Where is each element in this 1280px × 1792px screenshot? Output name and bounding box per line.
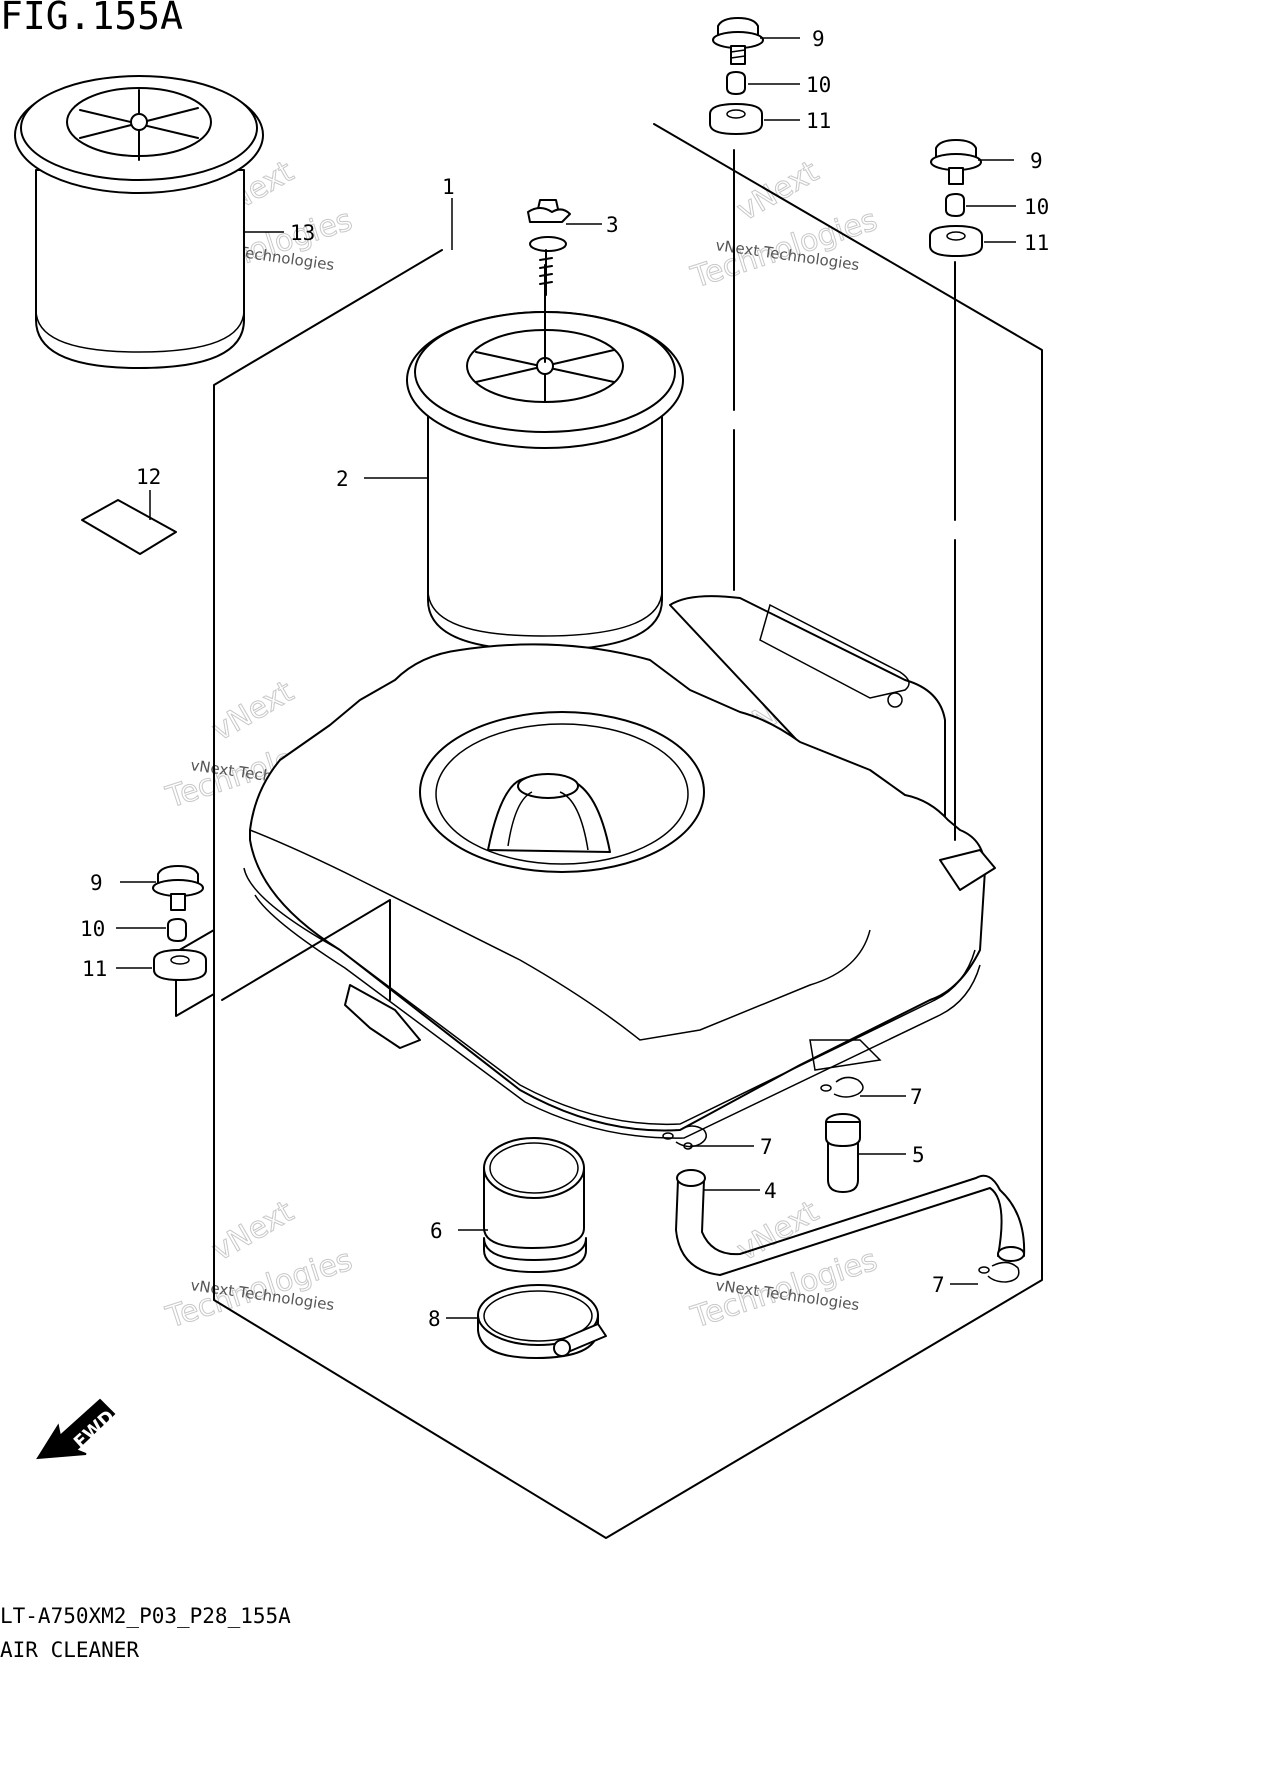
callout-9-right: 9 (1030, 149, 1043, 173)
wing-bolt (527, 199, 571, 363)
callout-7-lower: 7 (932, 1273, 945, 1297)
callout-9-top: 9 (812, 27, 825, 51)
hose-clamp (477, 1284, 607, 1359)
callout-1: 1 (442, 175, 455, 199)
intake-sleeve (483, 1137, 587, 1273)
watermark: Technologies vNext vNext Technologies (686, 154, 882, 297)
watermark-vnext: vNext (206, 674, 300, 748)
clip-lower-right (978, 1261, 1020, 1283)
callout-7-upper: 7 (910, 1085, 923, 1109)
callout-4: 4 (764, 1179, 777, 1203)
watermark: Technologies vNext vNext Technologies (161, 1194, 357, 1337)
callout-7-center: 7 (760, 1135, 773, 1159)
figure-code: LT-A750XM2_P03_P28_155A (0, 1604, 291, 1628)
callout-8: 8 (428, 1307, 441, 1331)
figure-title: FIG.155A (0, 0, 184, 38)
callout-5: 5 (912, 1143, 925, 1167)
air-cleaner-case (243, 595, 996, 1139)
callout-2: 2 (336, 467, 349, 491)
callout-11-top: 11 (806, 109, 831, 133)
filter-element-spare (14, 75, 264, 369)
mount-stack-top-right-b (929, 139, 983, 841)
clip-upper-right (820, 1076, 864, 1098)
filter-element-main (406, 311, 684, 651)
callout-13: 13 (290, 221, 315, 245)
watermark: Technologies vNext vNext Technologies (686, 1194, 882, 1337)
label-sticker (81, 499, 177, 555)
breather-hose (675, 1169, 1026, 1276)
callout-10-left: 10 (80, 917, 105, 941)
forward-direction-arrow: FWD (36, 1398, 119, 1460)
callout-9-left: 9 (90, 871, 103, 895)
watermark-vnext: vNext (206, 1194, 300, 1268)
assembly-boundary-outline (213, 123, 1043, 1539)
callout-11-left: 11 (82, 957, 107, 981)
callout-11-right: 11 (1024, 231, 1049, 255)
callout-leaders (116, 37, 1016, 1319)
watermark-vnext: vNext (731, 154, 825, 228)
mount-stack-left (152, 865, 391, 1001)
drain-plug (825, 1113, 861, 1193)
callout-10-right: 10 (1024, 195, 1049, 219)
callout-labels: 1 2 3 4 5 6 7 7 7 8 9 9 9 10 10 10 11 11… (80, 27, 1049, 1331)
mount-stack-top-right-a (709, 17, 764, 591)
callout-12: 12 (136, 465, 161, 489)
figure-name: AIR CLEANER (0, 1638, 140, 1662)
callout-3: 3 (606, 213, 619, 237)
callout-6: 6 (430, 1219, 443, 1243)
assembly-boundary-left-return (175, 929, 215, 1017)
callout-10-top: 10 (806, 73, 831, 97)
